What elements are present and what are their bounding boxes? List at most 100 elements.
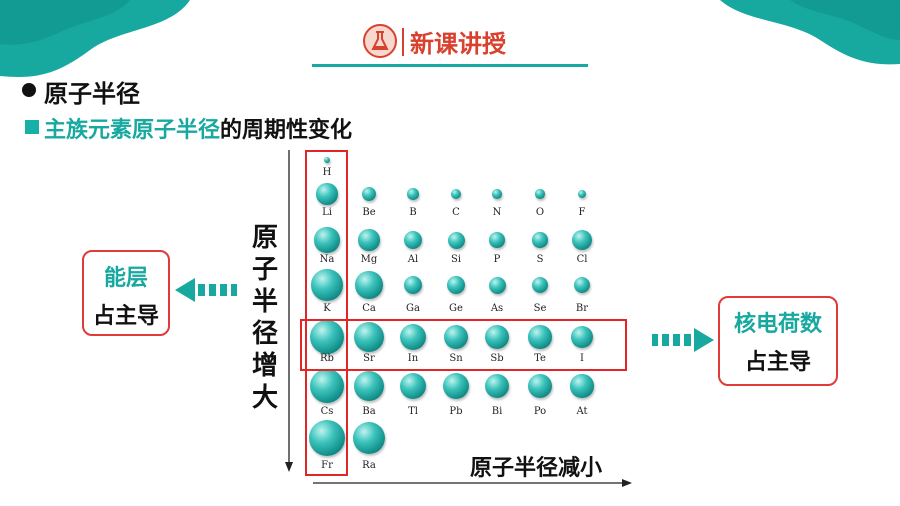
atom-cs <box>310 369 344 403</box>
element-symbol: Bi <box>491 406 503 417</box>
atom-li <box>316 183 338 205</box>
element-symbol: K <box>323 303 331 314</box>
element-symbol: Ca <box>362 303 376 314</box>
atom-fr <box>309 420 345 456</box>
atom-sb <box>484 324 510 350</box>
element-symbol: Cs <box>320 406 334 417</box>
element-symbol: Sb <box>490 353 504 364</box>
atom-br <box>573 276 591 294</box>
element-symbol: Sr <box>363 353 375 364</box>
energy-level-callout: 能层 占主导 <box>82 250 170 336</box>
atom-ba <box>353 370 385 402</box>
element-symbol: S <box>536 254 544 265</box>
atom-na <box>314 227 340 253</box>
atom-at <box>570 374 594 398</box>
atom-pb <box>443 373 469 399</box>
callout-line1: 核电荷数 <box>733 312 822 337</box>
element-symbol: Cl <box>576 254 588 265</box>
atom-ra <box>352 421 386 455</box>
element-symbol: Al <box>407 254 419 265</box>
subtitle-rest: 的周期性变化 <box>220 118 353 143</box>
atom-k <box>311 269 343 301</box>
atom-rb <box>310 320 344 354</box>
atom-f <box>577 189 587 199</box>
element-symbol: C <box>452 207 460 218</box>
horizontal-axis-arrowhead <box>622 479 632 487</box>
callout-line2: 占主导 <box>744 350 811 375</box>
element-symbol: B <box>409 207 417 218</box>
element-symbol: Po <box>533 406 547 417</box>
vertical-axis-arrowhead <box>285 462 293 472</box>
element-symbol: Ga <box>406 303 420 314</box>
element-symbol: Te <box>534 353 546 364</box>
atom-n <box>492 189 502 199</box>
atom-i <box>571 326 593 348</box>
atom-tl <box>399 372 427 400</box>
element-symbol: Ge <box>449 303 463 314</box>
atom-s <box>532 232 548 248</box>
atom-sn <box>443 324 469 350</box>
element-symbol: As <box>490 303 504 314</box>
right-dashed-arrow <box>652 328 714 352</box>
vertical-axis-label: 原子半径增大 <box>252 223 279 413</box>
atom-po <box>528 374 552 398</box>
element-symbol: Ra <box>362 460 376 471</box>
element-symbol: Tl <box>408 406 418 417</box>
atom-ca <box>355 271 383 299</box>
subtitle-highlight: 主族元素原子半径 <box>44 118 221 143</box>
atom-b <box>407 188 419 200</box>
element-symbol: H <box>322 167 332 178</box>
flask-icon <box>363 24 397 58</box>
atom-p <box>489 232 505 248</box>
left-dashed-arrow <box>175 278 237 302</box>
atom-ge <box>447 276 465 294</box>
element-symbol: Sn <box>449 353 463 364</box>
element-symbol: Li <box>322 207 332 218</box>
atom-sr <box>353 321 385 353</box>
horizontal-axis-label: 原子半径减小 <box>470 456 603 481</box>
element-symbol: At <box>576 406 588 417</box>
header-divider <box>402 28 404 56</box>
element-symbol: Ba <box>362 406 376 417</box>
element-symbol: Fr <box>321 460 333 471</box>
element-symbol: F <box>578 207 586 218</box>
square-bullet-icon <box>25 120 39 134</box>
nuclear-charge-callout: 核电荷数 占主导 <box>718 296 838 386</box>
atom-ga <box>403 275 423 295</box>
element-symbol: P <box>493 254 501 265</box>
element-symbol: N <box>492 207 502 218</box>
atom-se <box>531 276 549 294</box>
header-underline <box>312 64 588 67</box>
atom-in <box>399 323 427 351</box>
atom-h <box>323 156 331 164</box>
element-symbol: Be <box>362 207 376 218</box>
element-symbol: Se <box>533 303 547 314</box>
bullet-icon <box>22 83 36 97</box>
atom-be <box>361 186 377 202</box>
atom-si <box>447 231 465 249</box>
element-symbol: Rb <box>320 353 334 364</box>
page-title: 新课讲授 <box>410 30 506 58</box>
atom-as <box>488 276 506 294</box>
group1-highlight-box <box>305 150 348 476</box>
subtitle: 主族元素原子半径的周期性变化 <box>44 112 352 144</box>
atom-cl <box>572 230 592 250</box>
section-title: 原子半径 <box>44 80 140 108</box>
element-symbol: O <box>535 207 545 218</box>
element-symbol: Br <box>575 303 589 314</box>
period5-highlight-box <box>300 319 627 371</box>
element-symbol: Si <box>450 254 462 265</box>
callout-line1: 能层 <box>103 266 148 291</box>
atom-al <box>403 230 423 250</box>
element-symbol: I <box>580 353 584 364</box>
element-symbol: Pb <box>449 406 463 417</box>
atom-mg <box>358 229 380 251</box>
atom-c <box>451 189 461 199</box>
element-symbol: Mg <box>360 254 378 265</box>
element-symbol: In <box>407 353 419 364</box>
atom-o <box>535 189 545 199</box>
element-symbol: Na <box>319 254 335 265</box>
